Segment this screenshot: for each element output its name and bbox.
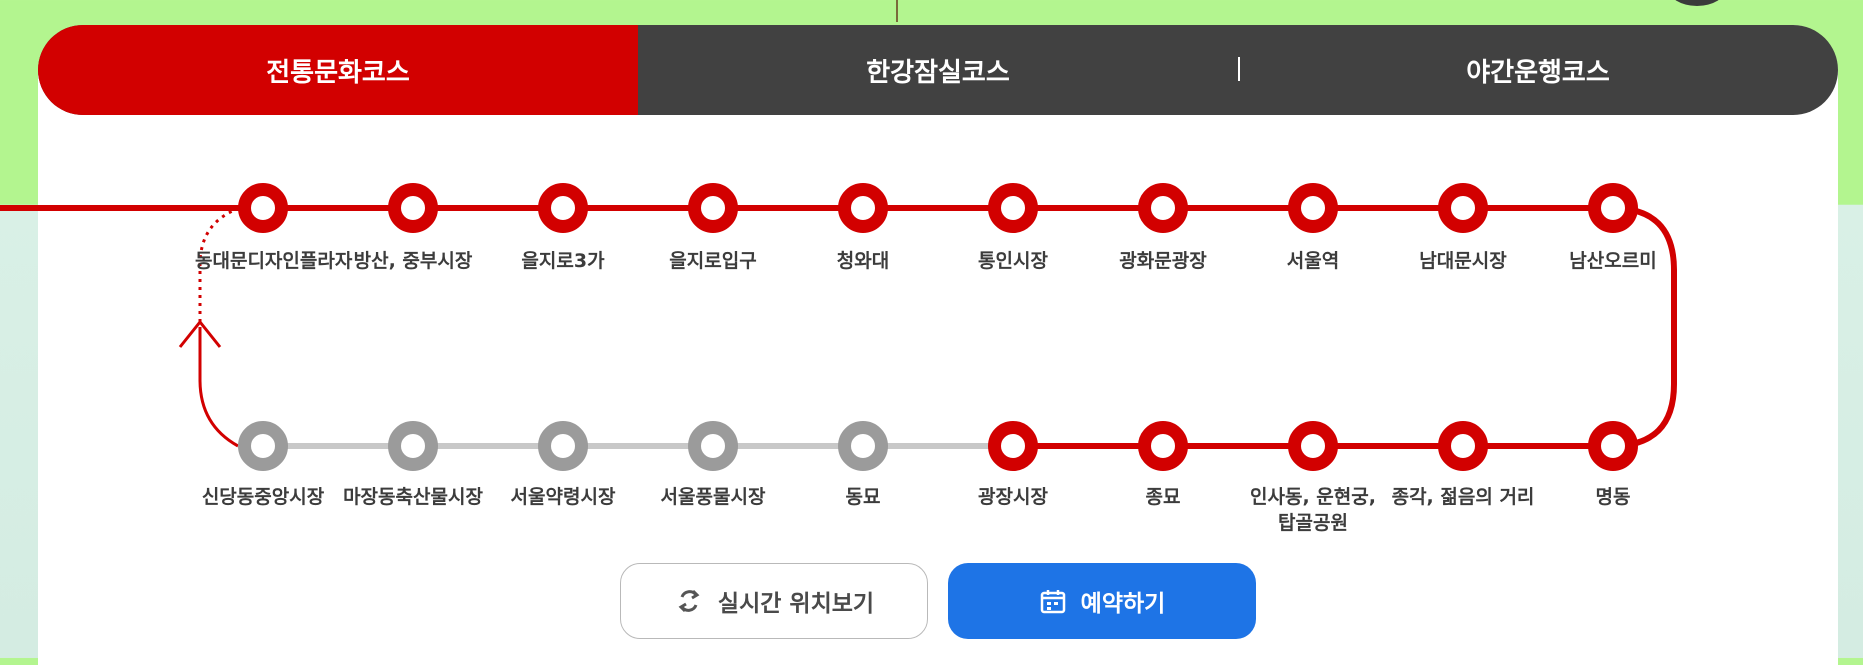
stop-marker[interactable]: [838, 421, 888, 471]
stop-label: 신당동중앙시장: [201, 486, 325, 508]
stop-label: 남산오르미: [1569, 250, 1657, 272]
stop-marker[interactable]: [1588, 421, 1638, 471]
stop-marker[interactable]: [988, 183, 1038, 233]
course-panel: [38, 25, 1838, 665]
stop-label: 서울역: [1286, 250, 1340, 272]
stop-marker[interactable]: [1138, 421, 1188, 471]
background-decoration: [1668, 0, 1726, 6]
stop-marker[interactable]: [238, 421, 288, 471]
stop-label: 광장시장: [978, 486, 1048, 508]
stop-marker[interactable]: [1588, 183, 1638, 233]
stop-marker[interactable]: [1438, 183, 1488, 233]
stop-label: 마장동축산물시장: [343, 486, 483, 508]
arrow-up-icon: [178, 319, 222, 348]
stop-label: 통인시장: [978, 250, 1048, 272]
tab-separator: [1238, 57, 1240, 81]
stop-marker[interactable]: [1288, 421, 1338, 471]
stop-label: 동묘: [845, 486, 881, 508]
stop-label: 동대문디자인플라자: [195, 250, 353, 272]
stop-label: 을지로입구: [669, 250, 757, 272]
stop-marker[interactable]: [988, 421, 1038, 471]
stop-marker[interactable]: [238, 183, 288, 233]
stop-label: 남대문시장: [1419, 250, 1507, 272]
stop-marker[interactable]: [1138, 183, 1188, 233]
calendar-icon: [1039, 587, 1067, 615]
stop-label: 인사동, 운현궁, 탑골공원: [1250, 486, 1376, 534]
tab-traditional-culture-course[interactable]: 전통문화코스: [38, 25, 638, 115]
stop-marker[interactable]: [1438, 421, 1488, 471]
stop-label: 서울약령시장: [510, 486, 616, 508]
stop-label: 명동: [1595, 486, 1631, 508]
route-line-dotted-left: [198, 206, 241, 330]
stop-marker[interactable]: [388, 421, 438, 471]
reserve-label: 예약하기: [1080, 591, 1166, 617]
stop-marker[interactable]: [838, 183, 888, 233]
stop-label: 종묘: [1145, 486, 1181, 508]
stop-label: 방산, 중부시장: [353, 250, 473, 272]
stop-marker[interactable]: [688, 183, 738, 233]
stop-label: 종각, 젊음의 거리: [1391, 486, 1535, 508]
stop-marker[interactable]: [388, 183, 438, 233]
stop-label: 광화문광장: [1119, 250, 1207, 272]
stop-label: 을지로3가: [521, 250, 605, 272]
route-line-curve-right: [1611, 205, 1677, 449]
stop-marker[interactable]: [1288, 183, 1338, 233]
stop-label: 서울풍물시장: [660, 486, 766, 508]
live-location-button[interactable]: 실시간 위치보기: [620, 563, 928, 639]
background-divider: [896, 0, 898, 22]
course-tabs: 전통문화코스 한강잠실코스 야간운행코스: [38, 25, 1838, 115]
live-location-label: 실시간 위치보기: [717, 591, 875, 617]
tab-hangang-jamsil-course[interactable]: 한강잠실코스: [866, 57, 1010, 88]
route-line-curve-left: [198, 330, 239, 448]
stop-label: 청와대: [836, 250, 890, 272]
stop-marker[interactable]: [538, 183, 588, 233]
stop-marker[interactable]: [538, 421, 588, 471]
refresh-icon: [674, 586, 704, 616]
stop-marker[interactable]: [688, 421, 738, 471]
reserve-button[interactable]: 예약하기: [948, 563, 1256, 639]
tab-night-course[interactable]: 야간운행코스: [1466, 57, 1610, 88]
